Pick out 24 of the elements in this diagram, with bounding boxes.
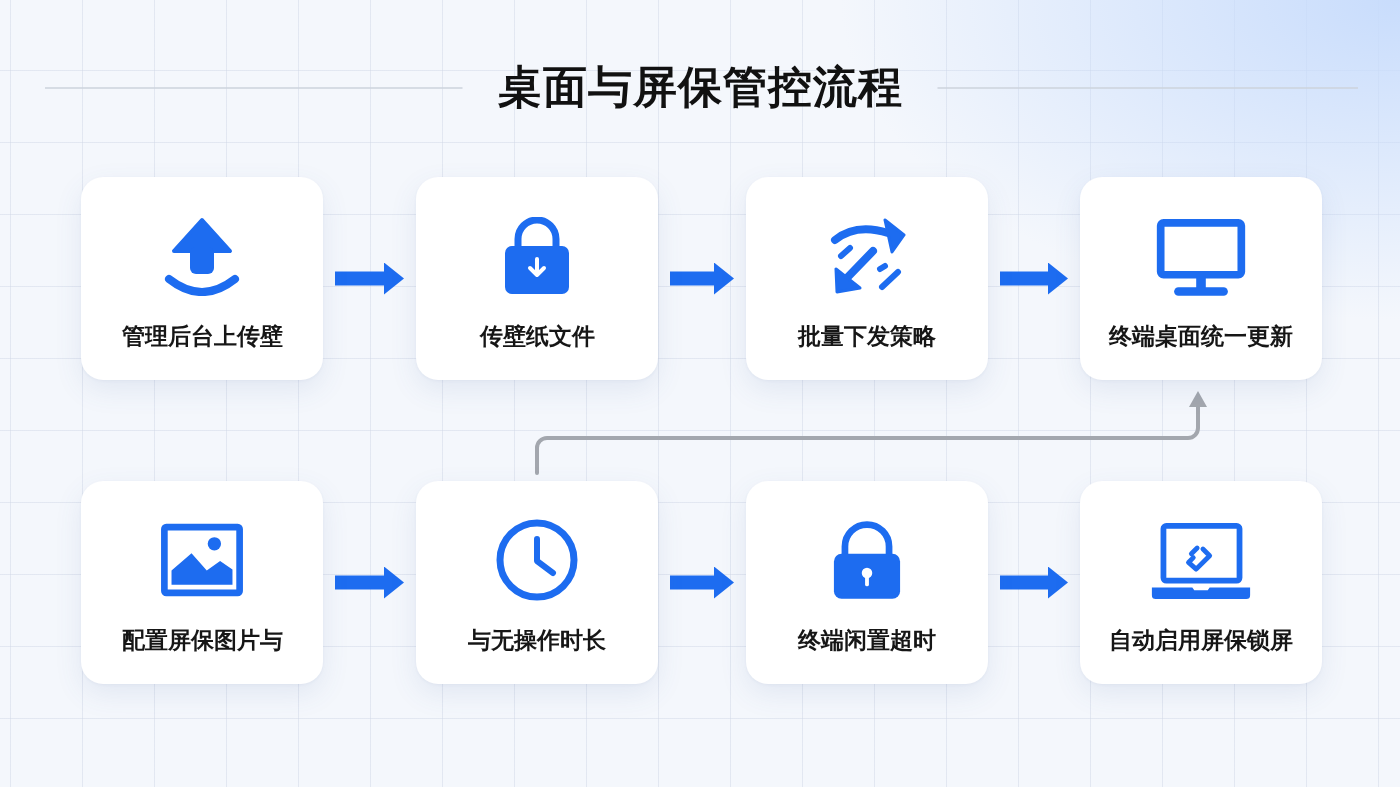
- process-card: [416, 177, 658, 380]
- process-card: [81, 177, 323, 380]
- process-card: [81, 481, 323, 684]
- card-label: 管理后台上传壁: [121, 322, 283, 351]
- card-label: 终端闲置超时: [798, 626, 936, 655]
- arrow: [1000, 262, 1068, 295]
- card-label: 终端桌面统一更新: [1109, 322, 1293, 351]
- card-label: 配置屏保图片与: [121, 626, 283, 655]
- process-card: [746, 177, 988, 380]
- arrow: [670, 262, 734, 295]
- arrow: [335, 262, 404, 295]
- process-card: [746, 481, 988, 684]
- arrow: [1000, 566, 1068, 599]
- card-label: 自动启用屏保锁屏: [1109, 626, 1293, 655]
- arrow: [670, 566, 734, 599]
- arrow: [335, 566, 404, 599]
- card-label: 批量下发策略: [798, 322, 936, 351]
- diagram-title: 桌面与屏保管控流程: [497, 60, 903, 114]
- process-card: [416, 481, 658, 684]
- process-card: [1080, 481, 1322, 684]
- card-label: 与无操作时长: [468, 626, 606, 655]
- card-label: 传壁纸文件: [479, 322, 595, 351]
- elbow-arrow: [535, 391, 1207, 475]
- process-card: [1080, 177, 1322, 380]
